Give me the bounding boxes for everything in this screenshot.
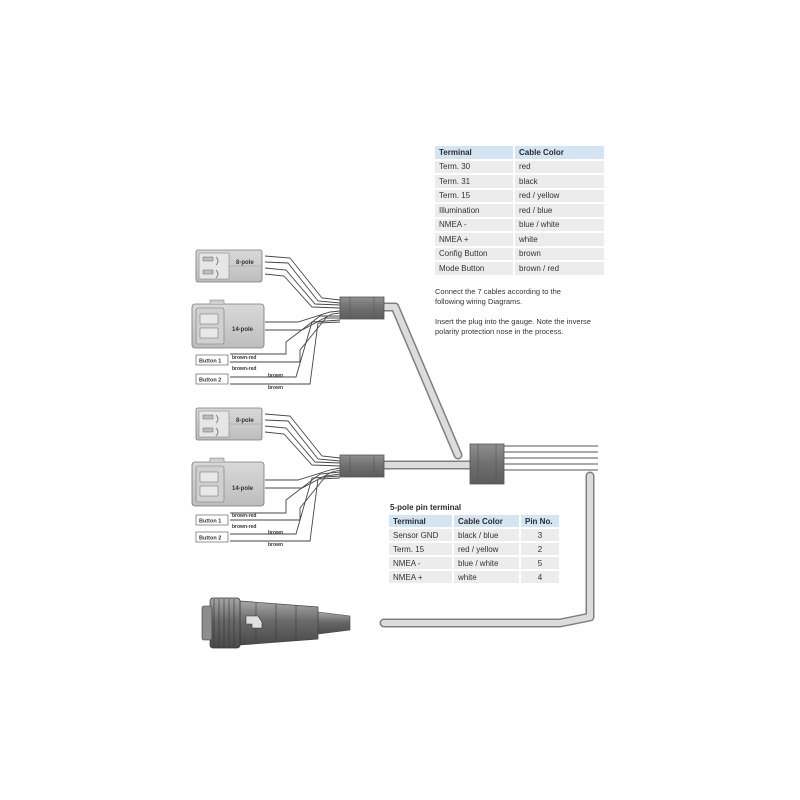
table-cell: red: [515, 160, 604, 173]
upper-harness: 8-pole 14-pole Button 1 Button 2 brown-r…: [191, 249, 385, 391]
table-cell: red / yellow: [515, 189, 604, 202]
upper-button-1-label: Button 1: [199, 359, 221, 365]
upper-wire-label-a: brown-red: [232, 355, 256, 361]
table-cell: NMEA +: [435, 233, 513, 246]
table-cell: brown: [515, 247, 604, 260]
lower-wire-label-b: brown-red: [232, 524, 256, 530]
table-header-row: Terminal Cable Color Pin No.: [389, 515, 559, 527]
lower-button-1-box: [195, 514, 229, 526]
connector-8-pole-upper: 8-pole: [195, 249, 263, 283]
lower-14-pole-label: 14-pole: [232, 486, 254, 492]
upper-button-2-label: Button 2: [199, 378, 221, 384]
connector-14-pole-upper: 14-pole: [191, 299, 265, 349]
loose-wires: [503, 445, 598, 471]
table-cell: Term. 30: [435, 160, 513, 173]
table-cell: 4: [521, 571, 559, 583]
connector-8-pole-lower: 8-pole: [195, 407, 263, 441]
table-cell: red / yellow: [454, 543, 519, 555]
upper-14-pole-label: 14-pole: [232, 327, 254, 333]
main-cables: [379, 302, 595, 628]
column-header: Pin No.: [521, 515, 559, 527]
table-cell: 2: [521, 543, 559, 555]
lower-wire-label-d: brown: [268, 542, 283, 548]
upper-8-pole-label: 8-pole: [236, 260, 254, 266]
lower-harness: 8-pole 14-pole Button 1 Button 2 brown-r…: [191, 407, 385, 548]
table-cell: Term. 15: [435, 189, 513, 202]
table-cell: Mode Button: [435, 262, 513, 275]
lower-button-1-label: Button 1: [199, 519, 221, 525]
table-row: NMEA +white: [435, 233, 604, 246]
table-cell: white: [454, 571, 519, 583]
upper-wire-label-d: brown: [268, 385, 283, 391]
insert-note: Insert the plug into the gauge. Note the…: [435, 317, 591, 336]
column-header: Cable Color: [454, 515, 519, 527]
table-cell: 5: [521, 557, 559, 569]
lower-wire-label-a: brown-red: [232, 513, 256, 519]
table-cell: Term. 15: [389, 543, 452, 555]
upper-button-2-box: [195, 373, 229, 385]
column-header: Cable Color: [515, 146, 604, 159]
table-cell: black: [515, 175, 604, 188]
table-cell: NMEA -: [435, 218, 513, 231]
lower-8-pole-label: 8-pole: [236, 418, 254, 424]
upper-button-1-box: [195, 354, 229, 366]
upper-wire-label-b: brown-red: [232, 366, 256, 372]
lower-wire-label-c: brown: [268, 530, 283, 536]
table-cell: white: [515, 233, 604, 246]
column-header: Terminal: [389, 515, 452, 527]
table-cell: Sensor GND: [389, 529, 452, 541]
table-cell: NMEA +: [389, 571, 452, 583]
central-sleeve: [469, 443, 505, 485]
table-cell: Illumination: [435, 204, 513, 217]
table-cell: blue / white: [515, 218, 604, 231]
lower-button-2-box: [195, 531, 229, 543]
lower-button-2-label: Button 2: [199, 536, 221, 542]
connect-note: Connect the 7 cables according to the fo…: [435, 287, 561, 306]
table-cell: blue / white: [454, 557, 519, 569]
table-cell: Config Button: [435, 247, 513, 260]
table-cell: brown / red: [515, 262, 604, 275]
column-header: Terminal: [435, 146, 513, 159]
table-cell: 3: [521, 529, 559, 541]
round-plug: [201, 597, 351, 649]
connector-14-pole-lower: 14-pole: [191, 457, 265, 507]
pin-terminal-caption: 5-pole pin terminal: [390, 503, 462, 512]
table-cell: NMEA -: [389, 557, 452, 569]
table-header-row: Terminal Cable Color: [435, 146, 604, 159]
table-cell: black / blue: [454, 529, 519, 541]
table-cell: red / blue: [515, 204, 604, 217]
table-cell: Term. 31: [435, 175, 513, 188]
table-row: NMEA -blue / white: [435, 218, 604, 231]
upper-wire-label-c: brown: [268, 373, 283, 379]
